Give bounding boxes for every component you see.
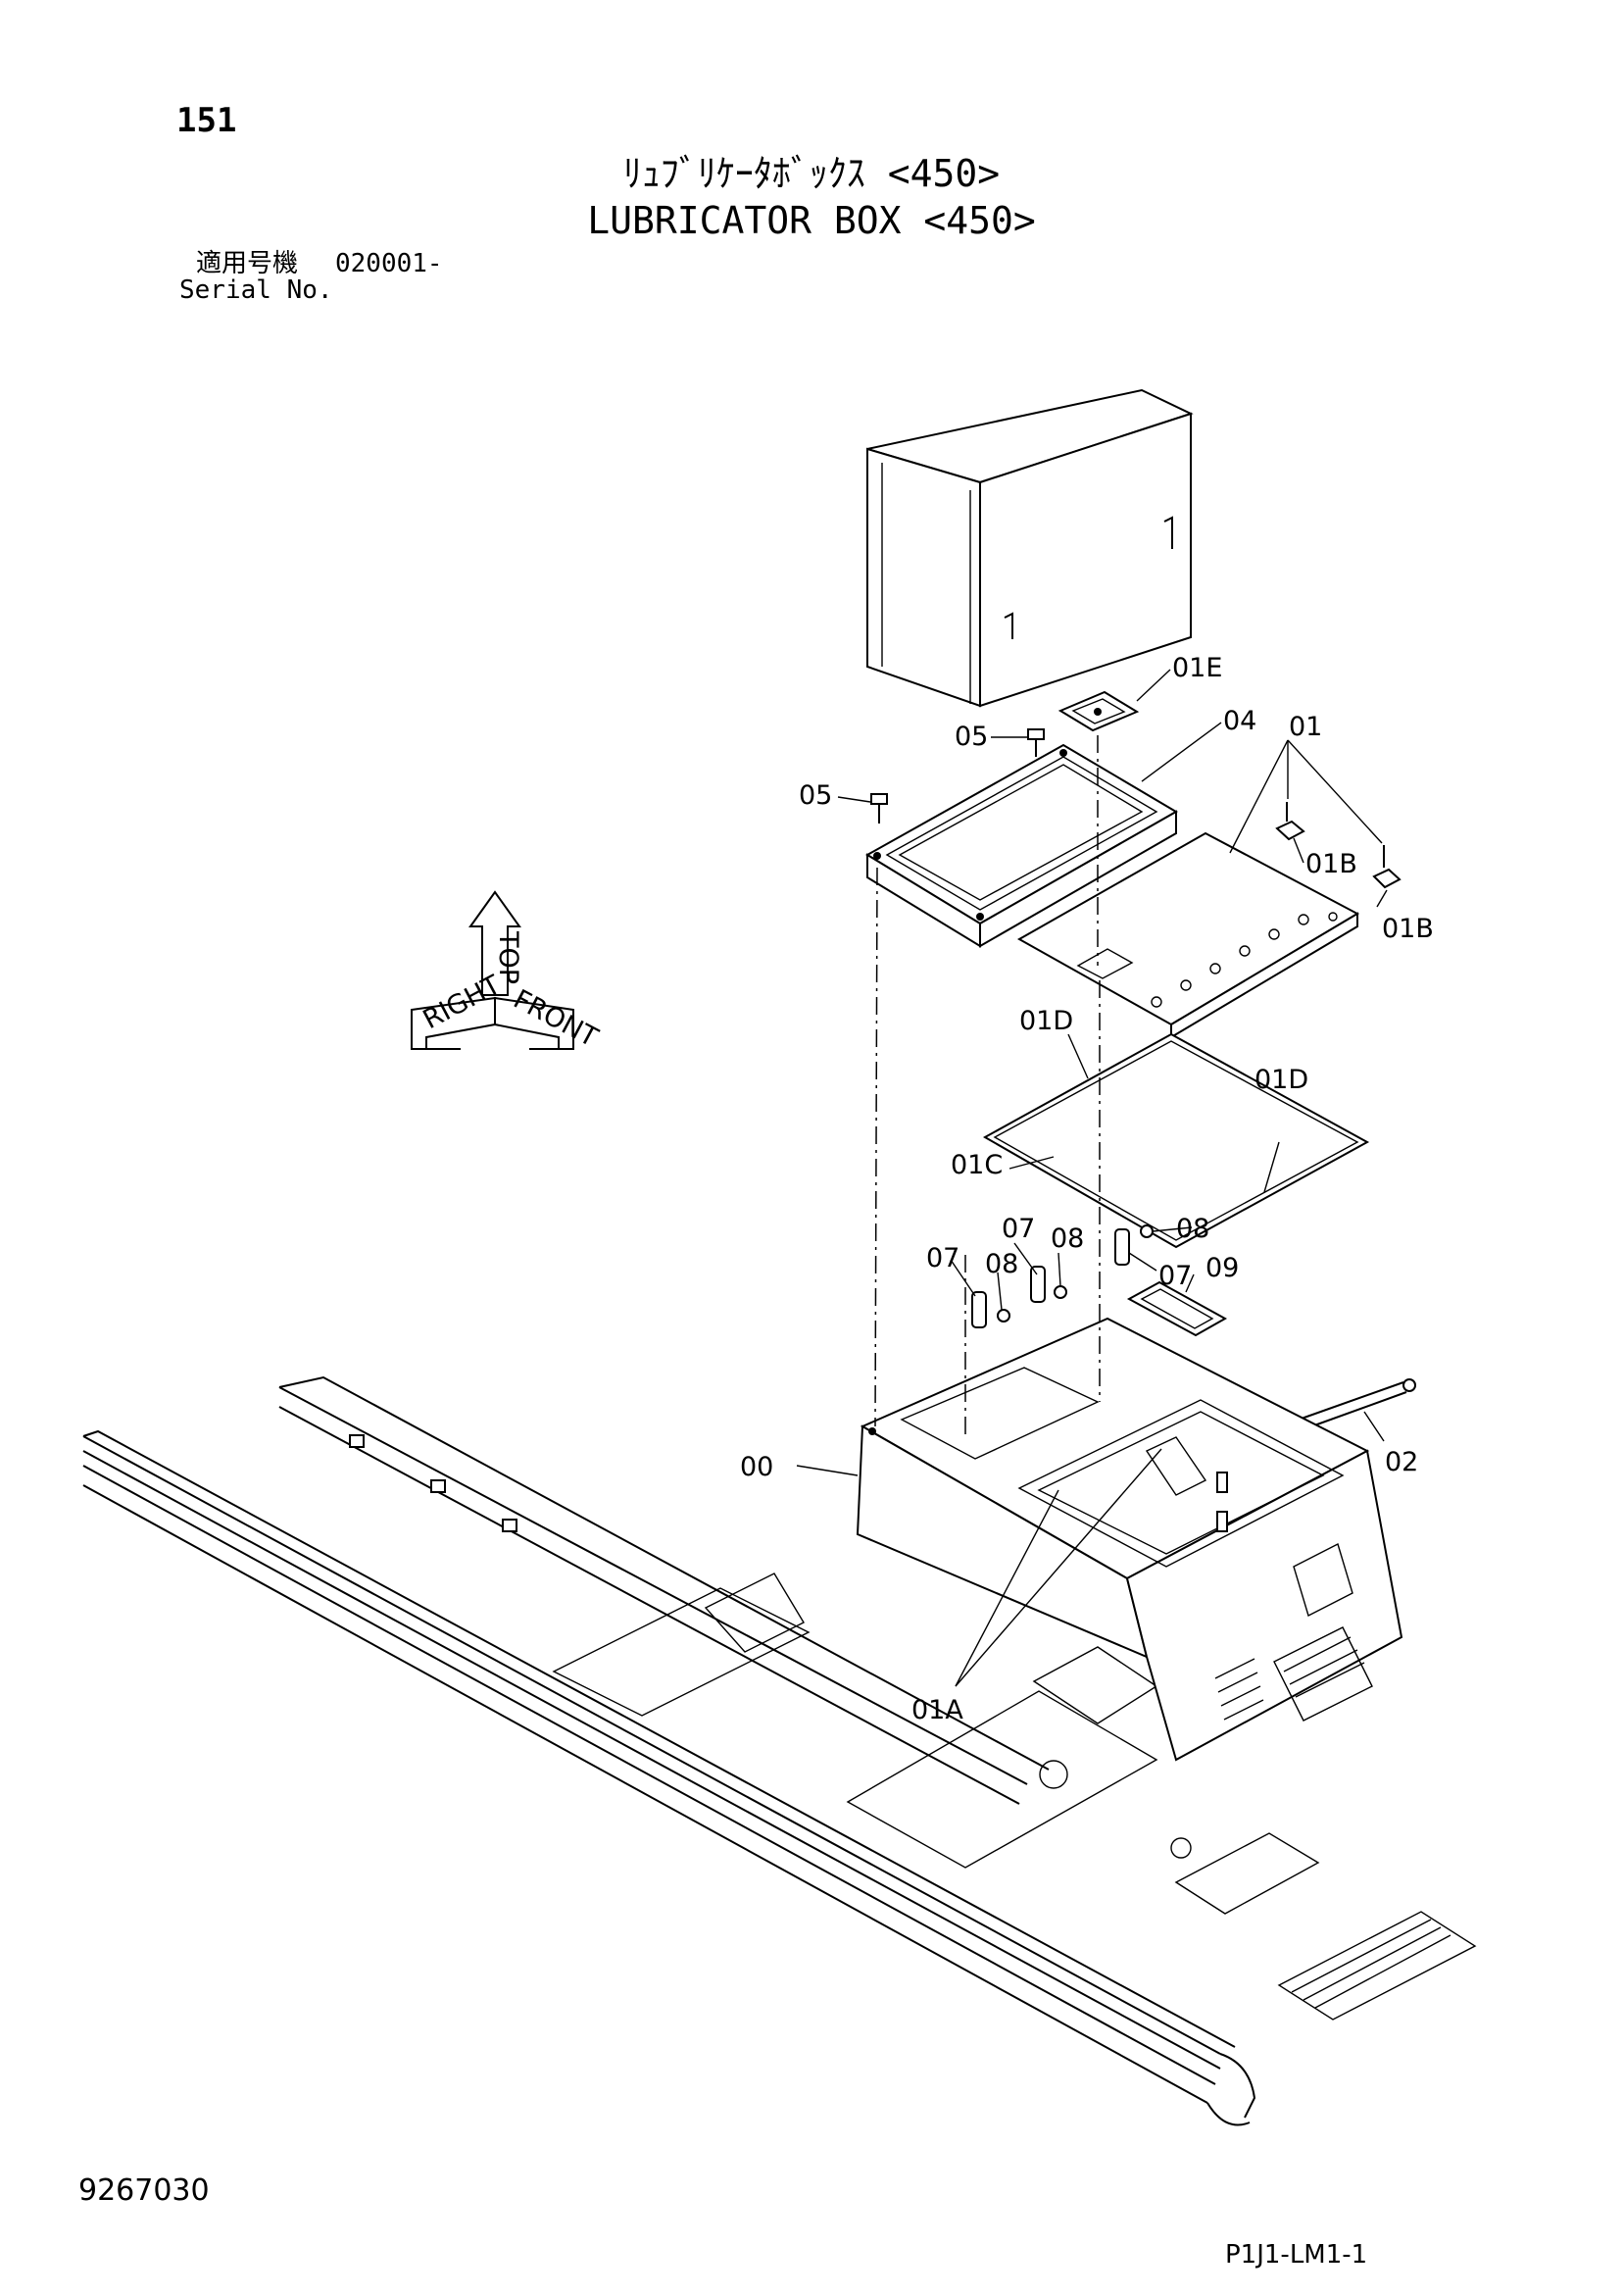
frame-04 (865, 743, 1178, 948)
main-box-00 (856, 1317, 1403, 1762)
callout-07-left: 07 (926, 1243, 959, 1273)
callout-02: 02 (1385, 1447, 1418, 1477)
gasket-01d (982, 1032, 1370, 1249)
title-english: LUBRICATOR BOX <450> (587, 199, 1036, 242)
bolt-05-right (1027, 728, 1045, 757)
callout-01b-a: 01B (1305, 849, 1357, 879)
side-frame-rail (82, 1375, 1477, 2126)
page-code: P1J1-LM1-1 (1225, 2240, 1368, 2270)
callout-05-right: 05 (955, 722, 988, 752)
orientation-top-label: TOP (493, 930, 523, 984)
title-japanese: ﾘｭﾌﾞﾘｹｰﾀﾎﾞｯｸｽ <450> (622, 152, 1001, 195)
callout-01b-b: 01B (1382, 914, 1434, 944)
callout-01d-a: 01D (1019, 1006, 1073, 1036)
callout-01c: 01C (951, 1150, 1003, 1180)
callout-07-right: 07 (1158, 1261, 1192, 1291)
serial-label-english: Serial No. (179, 275, 333, 305)
cover-enclosure (866, 388, 1194, 708)
callout-01a: 01A (911, 1695, 963, 1725)
latch-01b-b (1372, 845, 1402, 889)
callout-07-middle: 07 (1002, 1214, 1035, 1244)
callout-01d-b: 01D (1254, 1065, 1308, 1095)
serial-number-value: 020001- (335, 249, 443, 278)
callout-08-middle: 08 (1051, 1223, 1084, 1254)
callout-01: 01 (1289, 712, 1322, 742)
document-number: 9267030 (78, 2173, 210, 2208)
callout-09: 09 (1205, 1253, 1239, 1283)
bolt-05-left (870, 793, 888, 824)
callout-08-right: 08 (1176, 1214, 1209, 1244)
bracket-07-right (1114, 1224, 1154, 1266)
leader-lines (796, 669, 1388, 1687)
callout-01e: 01E (1172, 653, 1222, 683)
serial-label-japanese: 適用号機 (196, 249, 299, 278)
seal-09 (1126, 1280, 1228, 1337)
callout-08-left: 08 (985, 1249, 1018, 1279)
plate-01e (1057, 690, 1140, 732)
callout-04: 04 (1223, 706, 1256, 736)
latch-01b-a (1275, 802, 1305, 841)
callout-00: 00 (740, 1452, 773, 1482)
page-number: 151 (176, 101, 237, 140)
callout-05-left: 05 (799, 780, 832, 811)
bracket-07-middle (1030, 1266, 1067, 1303)
bracket-07-left (971, 1291, 1010, 1328)
orientation-indicator: TOP FRONT RIGHT (411, 890, 603, 1054)
